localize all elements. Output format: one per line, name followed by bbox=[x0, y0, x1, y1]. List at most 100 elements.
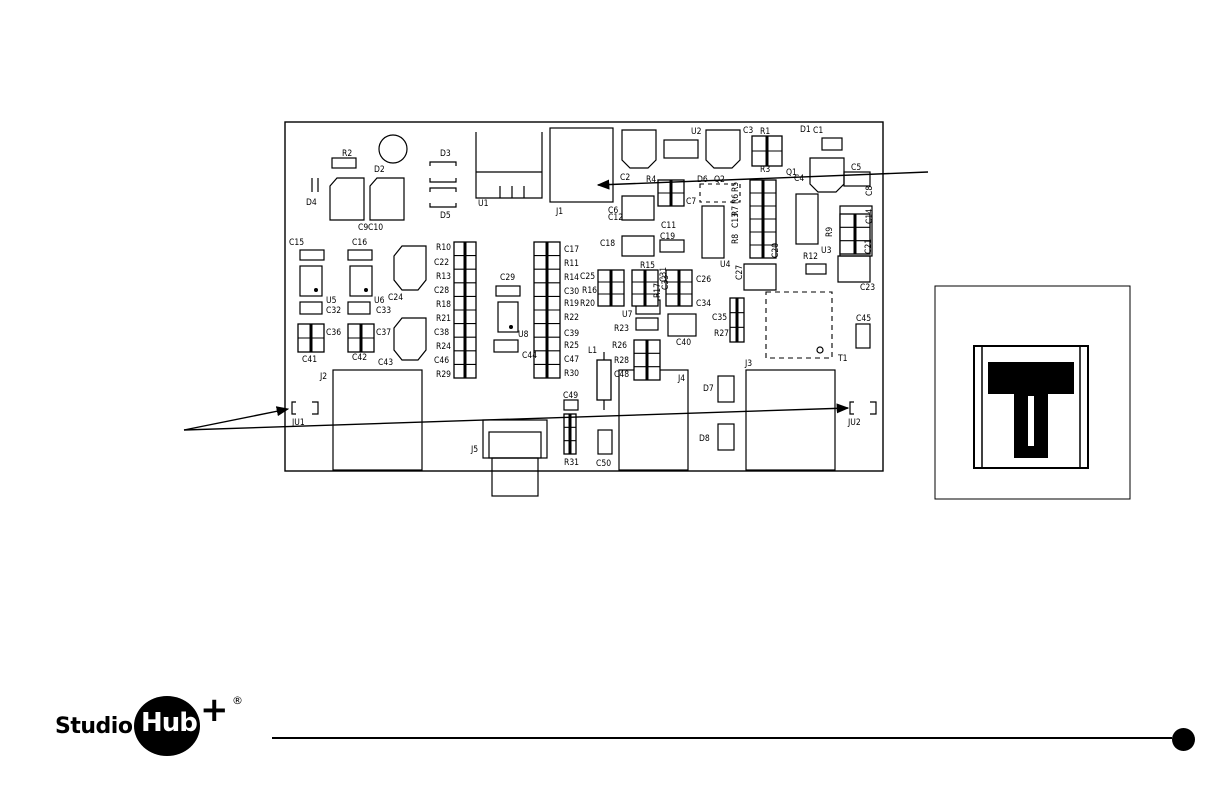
component-label-c34: C34 bbox=[696, 299, 711, 309]
component-label-c30: C30 bbox=[564, 287, 579, 297]
component-label-c10: C10 bbox=[368, 223, 383, 233]
component-label-r17: R17 bbox=[653, 283, 663, 298]
logo-hub-text: Hub bbox=[141, 708, 198, 738]
component-label-c41: C41 bbox=[302, 355, 317, 365]
component-label-c11: C11 bbox=[661, 221, 676, 231]
component-label-c43: C43 bbox=[378, 358, 393, 368]
diodes-d3-d5 bbox=[429, 161, 457, 208]
component-label-u7: U7 bbox=[622, 310, 633, 320]
component-label-c49: C49 bbox=[563, 391, 578, 401]
component-label-r2: R2 bbox=[342, 149, 352, 159]
component-label-c39: C39 bbox=[564, 329, 579, 339]
component-label-r30: R30 bbox=[564, 369, 579, 379]
component-label-r23: R23 bbox=[614, 324, 629, 334]
component-label-c7: C7 bbox=[686, 197, 696, 207]
component-label-c24: C24 bbox=[388, 293, 403, 303]
component-label-r3: R3 bbox=[760, 165, 770, 175]
component-label-c19: C19 bbox=[660, 232, 675, 242]
component-label-c16: C16 bbox=[352, 238, 367, 248]
component-label-c46: C46 bbox=[434, 356, 449, 366]
component-label-c3: C3 bbox=[743, 126, 753, 136]
component-label-c17: C17 bbox=[564, 245, 579, 255]
component-label-r1: R1 bbox=[760, 127, 770, 137]
component-label-c35: C35 bbox=[712, 313, 727, 323]
component-label-j5: J5 bbox=[470, 445, 478, 455]
component-label-c48: C48 bbox=[614, 370, 629, 380]
component-label-u5: U5 bbox=[326, 296, 337, 306]
component-label-r5: R5 bbox=[731, 182, 741, 192]
component-label-r27: R27 bbox=[714, 329, 729, 339]
component-label-r18: R18 bbox=[436, 300, 451, 310]
transformer-t1 bbox=[765, 291, 833, 359]
component-label-u1: U1 bbox=[478, 199, 489, 209]
header-u1 bbox=[475, 132, 543, 199]
component-label-r6: R6 bbox=[731, 194, 741, 204]
component-label-j3: J3 bbox=[744, 359, 752, 369]
component-label-c29: C29 bbox=[500, 273, 515, 283]
component-label-c45: C45 bbox=[856, 314, 871, 324]
component-label-j4: J4 bbox=[677, 374, 685, 384]
component-label-r12: R12 bbox=[803, 252, 818, 262]
component-label-r10: R10 bbox=[436, 243, 451, 253]
component-label-d5: D5 bbox=[440, 211, 451, 221]
component-label-q1: Q1 bbox=[786, 168, 797, 178]
component-label-u8: U8 bbox=[518, 330, 529, 340]
component-label-q2: Q2 bbox=[714, 175, 725, 185]
connector-j5 bbox=[482, 419, 548, 497]
chip-u2-body bbox=[663, 139, 699, 159]
studiohub-logo: Studio Hub + ® bbox=[52, 690, 252, 760]
component-label-r24: R24 bbox=[436, 342, 451, 352]
callout-arrows bbox=[183, 171, 929, 431]
component-label-d1: D1 bbox=[800, 125, 811, 135]
connector-j3 bbox=[745, 369, 836, 471]
component-label-u2: U2 bbox=[691, 127, 702, 137]
component-label-c14: C14 bbox=[865, 209, 875, 224]
jumper-ju1 bbox=[291, 401, 319, 415]
component-label-d7: D7 bbox=[703, 384, 714, 394]
component-label-r31: R31 bbox=[564, 458, 579, 468]
component-label-r19: R19 bbox=[564, 299, 579, 309]
logo-plus-mark: + bbox=[200, 690, 229, 730]
inductor-l1 bbox=[596, 352, 612, 410]
component-label-u3: U3 bbox=[821, 246, 832, 256]
component-label-c18: C18 bbox=[600, 239, 615, 249]
component-label-u6: U6 bbox=[374, 296, 385, 306]
component-label-c12: C12 bbox=[608, 213, 623, 223]
component-label-d4: D4 bbox=[306, 198, 317, 208]
component-label-c23: C23 bbox=[860, 283, 875, 293]
inset-detail-box bbox=[934, 285, 1131, 500]
component-label-c20: C20 bbox=[771, 243, 781, 258]
diode-d4 bbox=[311, 178, 319, 192]
component-label-r20: R20 bbox=[580, 299, 595, 309]
jumper-ju2 bbox=[849, 401, 877, 415]
component-label-c4: C4 bbox=[794, 174, 804, 184]
component-label-c42: C42 bbox=[352, 353, 367, 363]
component-label-c32: C32 bbox=[326, 306, 341, 316]
component-label-c26: C26 bbox=[696, 275, 711, 285]
component-label-c38: C38 bbox=[434, 328, 449, 338]
logo-registered-mark: ® bbox=[232, 694, 243, 707]
component-label-r28: R28 bbox=[614, 356, 629, 366]
component-label-c8: C8 bbox=[865, 186, 875, 196]
connector-j4 bbox=[618, 369, 689, 471]
component-label-r15: R15 bbox=[640, 261, 655, 271]
component-label-r21: R21 bbox=[436, 314, 451, 324]
component-label-u4: U4 bbox=[720, 260, 731, 270]
component-label-j1: J1 bbox=[555, 207, 563, 217]
component-label-r29: R29 bbox=[436, 370, 451, 380]
component-label-c37: C37 bbox=[376, 328, 391, 338]
logo-hub-badge: Hub bbox=[134, 696, 200, 756]
logo-studio-text: Studio bbox=[55, 714, 133, 739]
small-caps bbox=[299, 137, 871, 455]
component-label-r14: R14 bbox=[564, 273, 579, 283]
component-label-c36: C36 bbox=[326, 328, 341, 338]
component-label-c1: C1 bbox=[813, 126, 823, 136]
connector-j1 bbox=[549, 127, 614, 203]
component-label-r16: R16 bbox=[582, 286, 597, 296]
component-label-c6: C6 bbox=[608, 206, 618, 216]
component-label-d6: D6 bbox=[697, 175, 708, 185]
component-label-r4: R4 bbox=[646, 175, 656, 185]
board-outline bbox=[284, 121, 884, 472]
footer-dot bbox=[1172, 728, 1195, 751]
